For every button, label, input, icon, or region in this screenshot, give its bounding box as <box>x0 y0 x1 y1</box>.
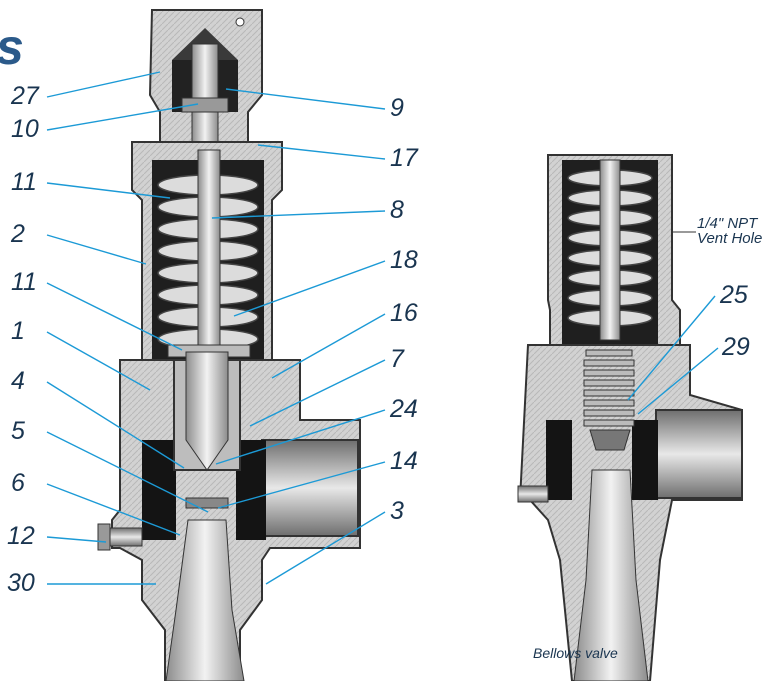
callout-12: 12 <box>7 522 35 550</box>
callout-27: 27 <box>11 82 39 110</box>
callout-30: 30 <box>7 569 35 597</box>
vent-label-line1: 1/4" NPT <box>697 215 758 232</box>
callout-18: 18 <box>390 246 418 274</box>
callout-10: 10 <box>11 115 39 143</box>
callout-9: 9 <box>390 94 404 122</box>
callout-3: 3 <box>390 497 404 525</box>
callout-17: 17 <box>390 144 418 172</box>
callout-1: 1 <box>11 317 25 345</box>
callout-6: 6 <box>11 469 25 497</box>
main-valve <box>97 9 361 681</box>
callout-2: 2 <box>11 220 25 248</box>
callout-25: 25 <box>720 281 748 309</box>
callout-11-lower: 11 <box>11 268 37 296</box>
callout-5: 5 <box>11 417 25 445</box>
callout-16: 16 <box>390 299 418 327</box>
callout-8: 8 <box>390 196 404 224</box>
callout-7: 7 <box>390 345 404 373</box>
callout-29: 29 <box>722 333 750 361</box>
leader-lines <box>46 71 719 585</box>
vent-hole-label: 1/4" NPT Vent Hole <box>697 216 762 246</box>
callout-24: 24 <box>390 395 418 423</box>
callout-11-upper: 11 <box>11 168 37 196</box>
bellows-valve <box>517 154 743 681</box>
callout-14: 14 <box>390 447 418 475</box>
bellows-valve-caption: Bellows valve <box>533 645 618 661</box>
vent-label-line2: Vent Hole <box>697 230 763 247</box>
title-fragment: s <box>0 22 24 72</box>
callout-4: 4 <box>11 367 25 395</box>
